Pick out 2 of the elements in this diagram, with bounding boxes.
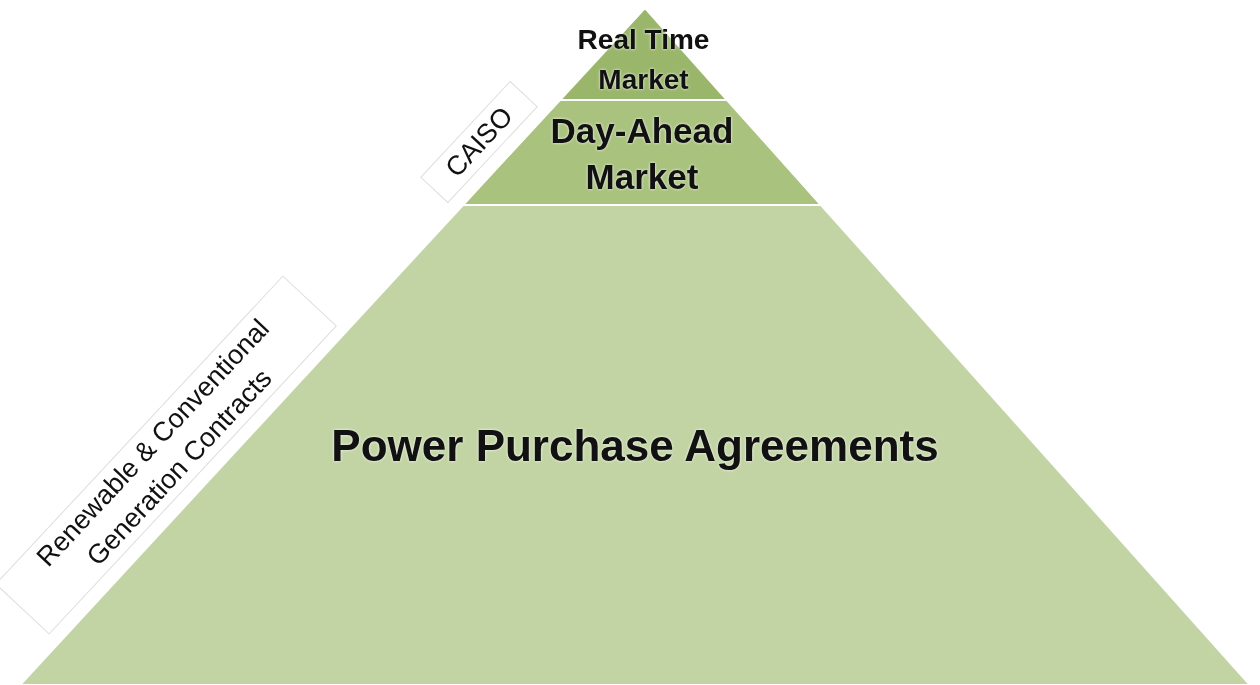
tier-label: Day-Ahead Market (549, 110, 735, 198)
pyramid-tier (20, 205, 1250, 685)
